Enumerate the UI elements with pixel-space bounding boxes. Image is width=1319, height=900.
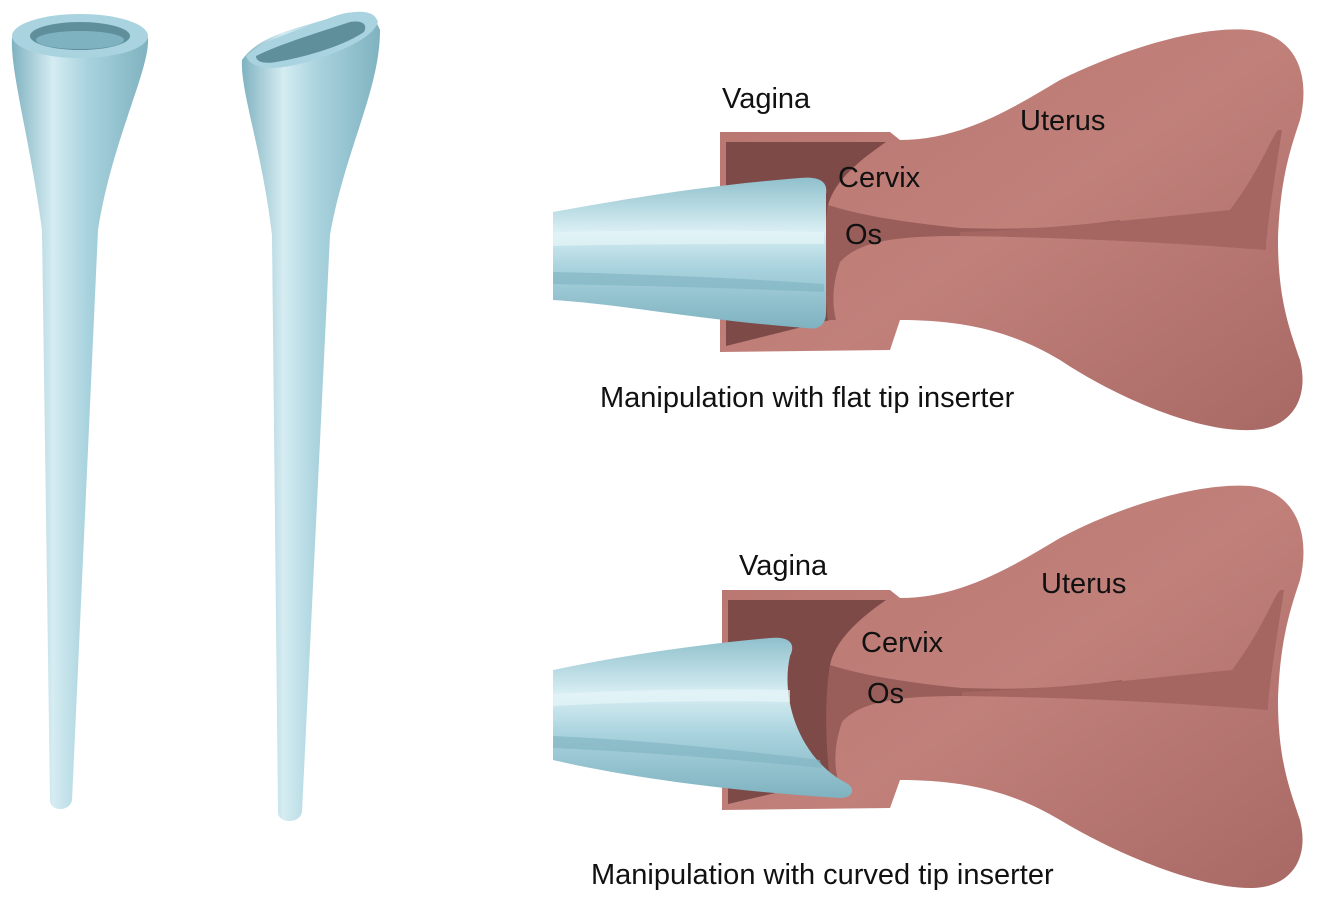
cervix-label-curved: Cervix: [861, 629, 943, 658]
inserter-in-panel-flat: [553, 178, 826, 329]
uterus-section-curved: [722, 486, 1303, 888]
vagina-label-curved: Vagina: [739, 552, 827, 581]
caption-curved-tip: Manipulation with curved tip inserter: [591, 861, 1054, 890]
os-label-flat: Os: [845, 221, 882, 250]
vagina-label-flat: Vagina: [722, 85, 810, 114]
uterus-label-curved: Uterus: [1041, 570, 1126, 599]
uterus-label-flat: Uterus: [1020, 107, 1105, 136]
panel-curved-tip: [553, 486, 1303, 888]
os-label-curved: Os: [867, 680, 904, 709]
flat-tip-inserter-drawing: [12, 14, 148, 809]
caption-flat-tip: Manipulation with flat tip inserter: [600, 384, 1014, 413]
cervix-label-flat: Cervix: [838, 164, 920, 193]
curved-tip-inserter-drawing: [242, 12, 380, 821]
panel-flat-tip: [553, 29, 1303, 430]
